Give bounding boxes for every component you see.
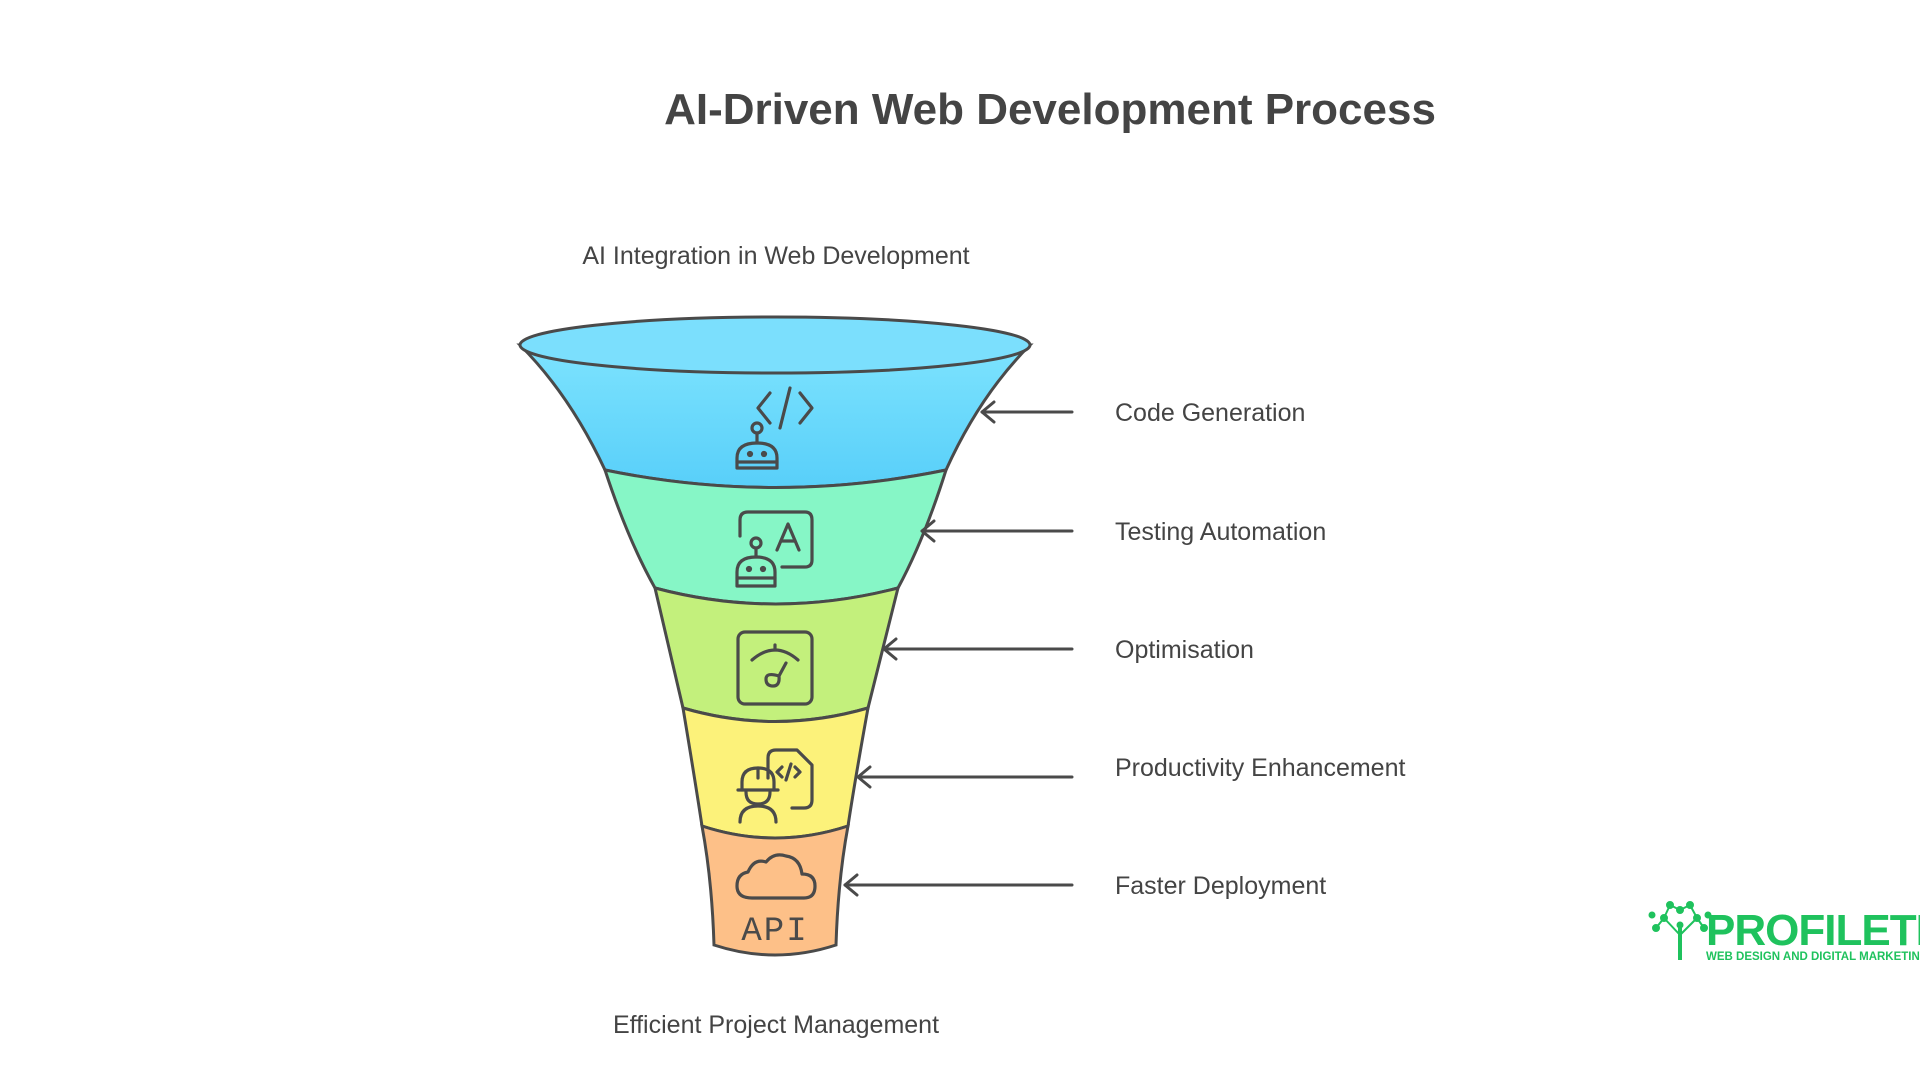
stage-label-productivity: Productivity Enhancement [1115, 754, 1405, 782]
arrow-testing-automation [920, 519, 1074, 543]
api-label: API [741, 913, 808, 951]
arrow-code-generation [980, 400, 1074, 424]
robot-code-icon [735, 386, 814, 470]
svg-text:PROFILETREE: PROFILETREE [1706, 906, 1920, 955]
stage-label-code-generation: Code Generation [1115, 399, 1305, 427]
stage-label-testing-automation: Testing Automation [1115, 518, 1326, 546]
funnel [516, 315, 1034, 957]
logo-tagline: WEB DESIGN AND DIGITAL MARKETING [1706, 951, 1920, 963]
funnel-top-rim [518, 315, 1032, 375]
page-title: AI-Driven Web Development Process [664, 85, 1436, 134]
funnel-band-testing-automation [602, 468, 949, 606]
profiletree-logo: PROFILETREE WEB DESIGN AND DIGITAL MARKE… [1648, 901, 1920, 963]
robot-testing-icon [735, 510, 814, 588]
speedometer-icon [736, 630, 814, 706]
funnel-top-label: AI Integration in Web Development [582, 242, 969, 270]
arrow-productivity [856, 765, 1074, 789]
funnel-band-optimisation [652, 585, 901, 723]
logo-name-part2: TREE [1890, 906, 1920, 955]
arrow-optimisation [882, 637, 1074, 661]
tree-icon [1648, 901, 1712, 960]
logo-name-part1: PROFILE [1706, 906, 1890, 955]
arrow-faster-deployment [843, 873, 1074, 897]
stage-label-faster-deployment: Faster Deployment [1115, 872, 1326, 900]
developer-code-icon [736, 748, 814, 824]
cloud-api-icon [735, 853, 817, 900]
funnel-band-faster-deployment [700, 823, 850, 957]
stage-label-optimisation: Optimisation [1115, 636, 1254, 664]
funnel-bottom-label: Efficient Project Management [613, 1011, 939, 1039]
